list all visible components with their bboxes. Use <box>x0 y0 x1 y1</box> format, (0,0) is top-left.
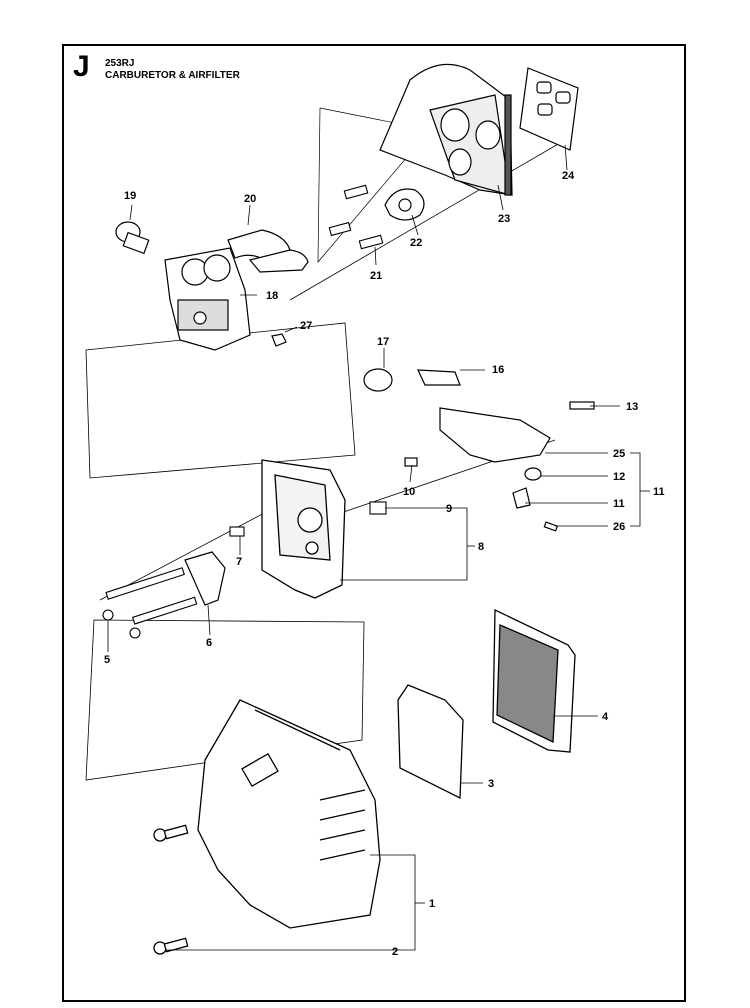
callout-14: 13 <box>626 401 638 413</box>
callout-25: 25 <box>613 448 625 460</box>
screws-21 <box>328 184 384 250</box>
callout-11: 11 <box>653 486 665 498</box>
callout-2: 2 <box>392 946 398 958</box>
diagram-frame <box>62 44 686 1002</box>
diagram-title: CARBURETOR & AIRFILTER <box>105 70 240 81</box>
filter-element-part <box>397 684 464 800</box>
callout-10: 10 <box>403 486 415 498</box>
callout-9: 9 <box>446 503 452 515</box>
model-number: 253RJ <box>105 58 135 69</box>
intake-adapter-part <box>379 63 513 196</box>
guide-lines-intake <box>317 107 431 263</box>
guide-box-cover <box>85 619 365 781</box>
gasket-part <box>519 67 579 151</box>
callout-7: 7 <box>236 556 242 568</box>
small-gasket-part <box>384 188 425 221</box>
callout-24: 24 <box>562 170 575 182</box>
hoses-part <box>227 229 309 273</box>
callout-3: 3 <box>488 778 494 790</box>
guide-box-carburetor <box>85 322 356 479</box>
callout-6: 6 <box>206 637 212 649</box>
primer-bulb-part <box>115 221 150 255</box>
callout-18: 18 <box>266 290 278 302</box>
screws-7-9 <box>229 501 387 537</box>
callout-23: 23 <box>498 213 510 225</box>
callout-21: 21 <box>370 270 382 282</box>
callout-22: 22 <box>410 237 422 249</box>
callout-4: 4 <box>602 711 609 723</box>
bolts-5 <box>102 567 198 639</box>
nut-27 <box>271 333 287 347</box>
bracket-part <box>184 551 226 606</box>
callout-16: 16 <box>492 364 504 376</box>
callout-13: 12 <box>613 471 625 483</box>
throttle-assembly-part <box>363 368 595 532</box>
callout-20: 20 <box>244 193 256 205</box>
cover-part <box>153 699 381 955</box>
callout-labels: 24 23 22 21 19 20 18 27 17 16 13 25 12 1… <box>104 170 665 958</box>
callout-27: 27 <box>300 320 312 332</box>
callout-26: 26 <box>613 521 625 533</box>
callout-1: 1 <box>429 898 435 910</box>
callout-12: 11 <box>613 498 625 510</box>
carburetor-part <box>164 247 251 351</box>
callout-19: 19 <box>124 190 136 202</box>
callout-17: 17 <box>377 336 389 348</box>
filter-holder-part <box>261 459 346 599</box>
leader-lines <box>107 144 650 951</box>
air-filter-part <box>492 608 576 753</box>
callout-8: 8 <box>478 541 484 553</box>
callout-5: 5 <box>104 654 110 666</box>
section-letter: J <box>73 50 90 83</box>
